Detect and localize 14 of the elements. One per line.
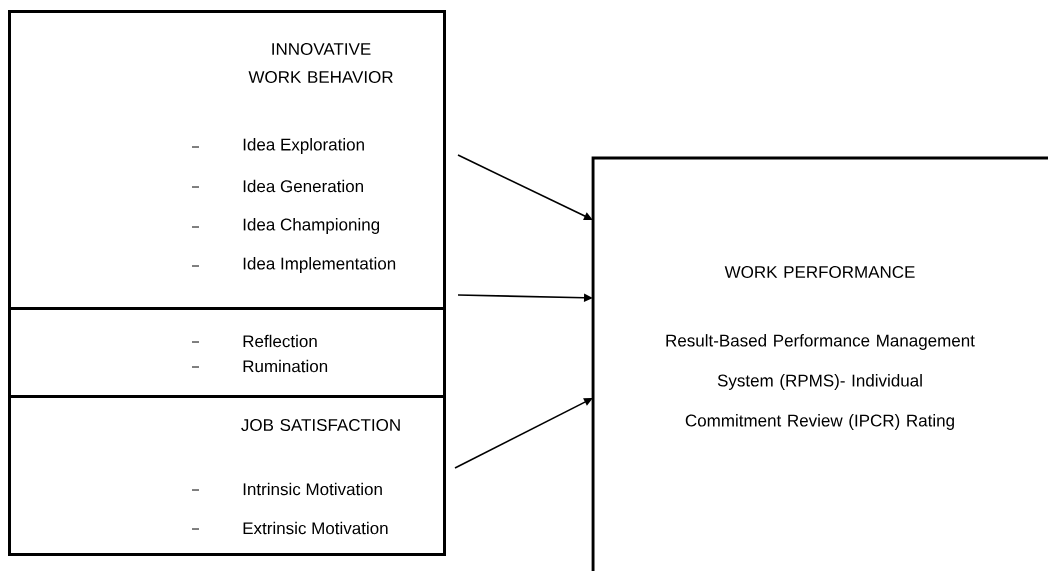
list-item: Idea Championing <box>191 218 380 234</box>
list-item: Idea Implementation <box>191 257 396 273</box>
list-item: Intrinsic Motivation <box>191 482 382 496</box>
list-item: Idea Exploration <box>191 138 364 154</box>
list-item: Extrinsic Motivation <box>191 521 388 535</box>
list-item: Rumination <box>191 359 328 373</box>
description: Result-Based Performance Management System (RPMS)- Individual Commitment Review (IPCR) Rating <box>666 334 975 430</box>
heading: WORK PERFORMANCE <box>724 266 915 279</box>
arrow <box>457 154 593 220</box>
arrow <box>454 398 593 469</box>
heading: INNOVATIVE WORK BEHAVIOR <box>248 43 393 84</box>
heading: JOB SATISFACTION <box>241 419 400 432</box>
list-item: Reflection <box>191 334 317 348</box>
list-item: Idea Generation <box>191 179 363 193</box>
